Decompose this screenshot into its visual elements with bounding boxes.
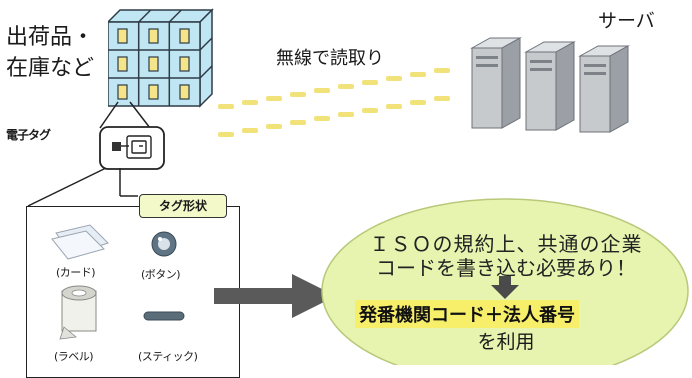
goods-boxes-icon: [108, 8, 214, 108]
card-label: (カード): [56, 266, 96, 279]
zoom-lines: [99, 101, 151, 129]
callout-highlight: 発番機関コード＋法人番号: [355, 300, 579, 328]
shipping-goods-label: 出荷品・ 在庫など: [6, 22, 94, 84]
server-label: サーバ: [598, 10, 655, 32]
button-label: (ボタン): [141, 268, 181, 281]
card-icon: [51, 224, 109, 260]
callout-line2: コードを書き込む必要あり！: [376, 256, 636, 280]
wireless-wave-icon: [218, 68, 450, 137]
label-roll-icon: [59, 285, 97, 340]
button-tag-icon: [151, 231, 177, 257]
etag-label: 電子タグ: [6, 128, 51, 142]
stick-tag-icon: [143, 311, 185, 321]
right-arrow-icon: [214, 274, 336, 318]
server-icon: [470, 37, 630, 133]
etag-icon: [99, 126, 165, 170]
panel-connector: [27, 167, 138, 207]
wireless-read-label: 無線で読取り: [276, 48, 384, 69]
tag-shape-title: タグ形状: [139, 194, 227, 218]
callout-line4: を利用: [477, 331, 535, 353]
shipping-goods-line2: 在庫など: [6, 56, 95, 81]
down-arrow-icon: [491, 276, 519, 299]
shipping-goods-line1: 出荷品・: [6, 25, 95, 50]
callout-line1: ＩＳＯの規約上、共通の企業: [369, 232, 643, 256]
stick-label: (スティック): [138, 350, 198, 363]
label-tag-label: (ラベル): [54, 350, 94, 363]
